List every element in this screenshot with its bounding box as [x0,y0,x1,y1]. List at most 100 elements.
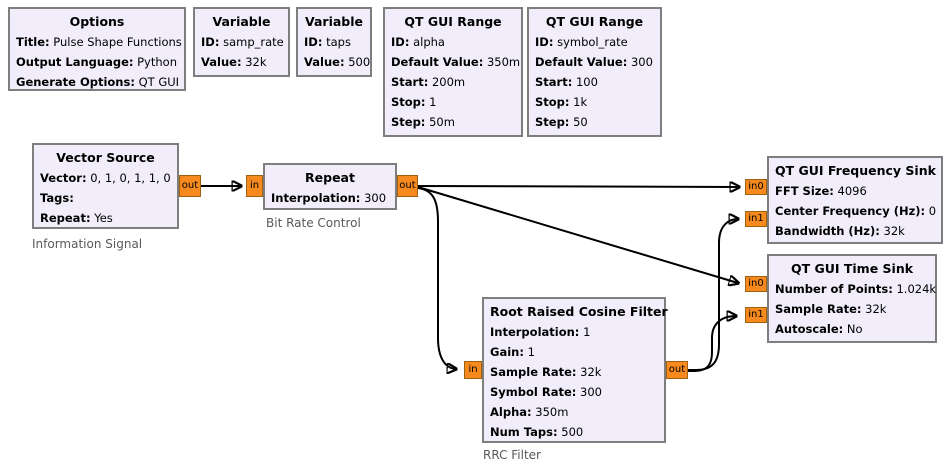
param-value: 300 [630,55,653,69]
block-title: QT GUI Frequency Sink [775,163,936,178]
param-name: Sample Rate: [490,365,577,379]
param-row: Symbol Rate: 300 [490,382,658,402]
param-value: QT GUI [138,75,180,89]
param-name: Interpolation: [490,325,580,339]
param-row: ID: taps [304,32,364,52]
block-title: QT GUI Range [545,14,644,29]
connection-rrc-filter-to-time-sink-in1[interactable] [688,316,736,372]
param-name: Value: [304,55,345,69]
param-value: symbol_rate [557,35,628,49]
param-name: Number of Points: [775,282,893,296]
param-name: Repeat: [40,211,91,225]
port-in-repeat[interactable]: in [246,175,263,197]
block-variable-taps[interactable]: Variable ID: taps Value: 500 [296,7,372,77]
param-value: 1 [527,345,535,359]
port-in1-frequency-sink[interactable]: in1 [745,211,767,227]
param-value: 32k [883,224,905,238]
block-variable-samp-rate[interactable]: Variable ID: samp_rate Value: 32k [193,7,290,77]
param-name: Tags: [40,191,74,205]
block-rrc-filter[interactable]: Root Raised Cosine Filter Interpolation:… [482,297,668,443]
param-name: Default Value: [535,55,628,69]
port-out-vector-source[interactable]: out [179,175,201,197]
port-out-rrc-filter[interactable]: out [666,361,688,379]
param-name: Gain: [490,345,524,359]
param-row: Value: 32k [201,52,282,72]
block-qtgui-time-sink[interactable]: QT GUI Time Sink Number of Points: 1.024… [767,254,937,343]
port-out-repeat[interactable]: out [397,175,418,197]
block-title: Options [69,14,125,29]
param-name: Autoscale: [775,322,844,336]
param-row: Sample Rate: 32k [490,362,658,382]
connection-rrc-filter-to-frequency-sink-in1[interactable] [688,219,738,371]
param-value: alpha [413,35,445,49]
param-value: 350m [486,55,521,69]
param-value: 300 [580,385,602,399]
param-name: Center Frequency (Hz): [775,204,926,218]
param-name: Start: [535,75,573,89]
param-name: Generate Options: [16,75,135,89]
param-value: 1.024k [896,282,937,296]
block-title: Root Raised Cosine Filter [490,304,668,319]
block-title: QT GUI Range [404,14,502,29]
param-value: 200m [431,75,466,89]
param-value: 1 [429,95,437,109]
param-row: Gain: 1 [490,342,658,362]
param-row: Num Taps: 500 [490,422,658,442]
param-value: Pulse Shape Functions [53,35,182,49]
param-row: Number of Points: 1.024k [775,279,936,299]
param-name: Output Language: [16,55,134,69]
block-qtgui-range-symbol-rate[interactable]: QT GUI Range ID: symbol_rate Default Val… [527,7,662,137]
connection-repeat-to-rrc-filter-in[interactable] [417,187,456,369]
param-name: Sample Rate: [775,302,862,316]
param-row: Step: 50m [391,112,515,132]
block-title: Vector Source [56,150,155,165]
param-row: Start: 100 [535,72,654,92]
param-name: Start: [391,75,429,89]
block-vector-source[interactable]: Vector Source Vector: 0, 1, 0, 1, 1, 0 T… [32,143,179,229]
param-value: 4096 [837,184,867,198]
param-value: 50 [573,115,588,129]
param-row: Tags: [40,188,171,208]
comment-bit-rate-control: Bit Rate Control [266,216,361,230]
block-title: Repeat [305,170,355,185]
param-name: Default Value: [391,55,484,69]
param-value: 32k [865,302,887,316]
port-in-rrc-filter[interactable]: in [464,361,482,379]
block-qtgui-frequency-sink[interactable]: QT GUI Frequency Sink FFT Size: 4096 Cen… [767,156,943,244]
param-name: Step: [391,115,426,129]
param-name: Bandwidth (Hz): [775,224,880,238]
param-value: 0 [928,204,937,218]
param-name: Vector: [40,171,87,185]
block-options[interactable]: Options Title: Pulse Shape Functions Out… [8,7,186,91]
block-qtgui-range-alpha[interactable]: QT GUI Range ID: alpha Default Value: 35… [383,7,523,137]
param-value: 100 [575,75,598,89]
param-row: Start: 200m [391,72,515,92]
param-value: 1k [573,95,588,109]
block-repeat[interactable]: Repeat Interpolation: 300 [263,163,397,210]
connection-repeat-to-time-sink-in0[interactable] [417,186,738,283]
block-title: Variable [212,14,271,29]
param-row: FFT Size: 4096 [775,181,935,201]
param-value: No [846,322,863,336]
port-in1-time-sink[interactable]: in1 [745,307,767,323]
param-row: Stop: 1 [391,92,515,112]
param-name: Alpha: [490,405,532,419]
param-name: Interpolation: [271,191,361,205]
param-value: 500 [348,55,371,69]
param-row: Autoscale: No [775,319,929,339]
param-row: Vector: 0, 1, 0, 1, 1, 0 [40,168,171,188]
port-in0-frequency-sink[interactable]: in0 [745,179,767,195]
param-row: Bandwidth (Hz): 32k [775,221,935,241]
param-value: samp_rate [223,35,284,49]
param-name: Value: [201,55,242,69]
param-name: ID: [304,35,323,49]
param-row: ID: samp_rate [201,32,284,52]
connection-repeat-to-frequency-sink-in0[interactable] [417,186,739,187]
param-name: Stop: [391,95,426,109]
param-name: ID: [535,35,554,49]
param-name: Step: [535,115,570,129]
param-name: ID: [391,35,410,49]
param-row: Default Value: 350m [391,52,520,72]
port-in0-time-sink[interactable]: in0 [745,276,767,292]
